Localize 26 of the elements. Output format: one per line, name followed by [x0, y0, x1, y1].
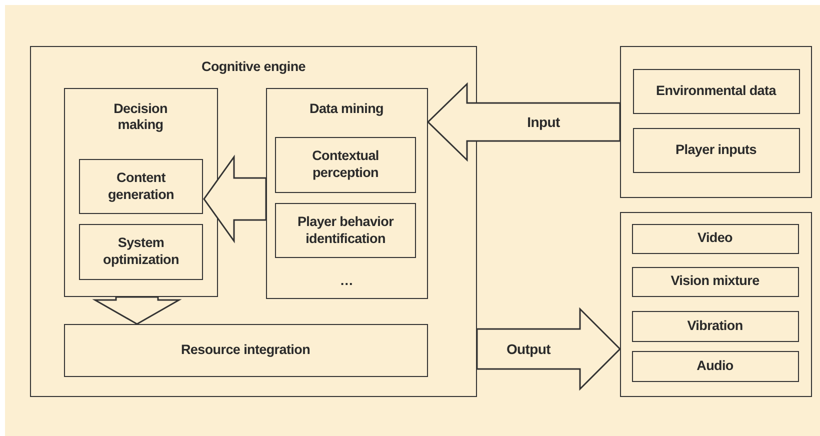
process-box: Video — [632, 224, 798, 254]
process-box: Vision mixture — [632, 266, 798, 296]
process-box: Player inputs — [632, 128, 800, 172]
process-box: Content generation — [79, 159, 203, 214]
panel-heading: Data mining — [310, 100, 384, 118]
panel-heading: Cognitive engine — [202, 59, 306, 76]
process-box: Resource integration — [64, 324, 428, 376]
edge-label: Input — [527, 114, 560, 130]
block-arrow — [426, 82, 621, 162]
module-panel — [266, 88, 428, 298]
process-box: Environmental data — [632, 68, 800, 114]
ellipsis-text: … — [340, 272, 354, 290]
process-box: Player behavior identification — [275, 203, 416, 258]
block-arrow — [92, 296, 182, 325]
module-panel — [64, 88, 218, 296]
engine-panel — [30, 46, 477, 397]
group-box — [620, 212, 812, 397]
process-box: System optimization — [79, 224, 203, 280]
block-arrow — [203, 154, 267, 244]
process-box: Audio — [632, 350, 798, 382]
panel-heading: Decision making — [112, 100, 168, 134]
group-box — [620, 46, 812, 198]
process-box: Vibration — [632, 310, 798, 342]
edge-label: Output — [506, 341, 551, 357]
block-arrow — [476, 307, 622, 391]
process-box: Contextual perception — [275, 137, 416, 193]
